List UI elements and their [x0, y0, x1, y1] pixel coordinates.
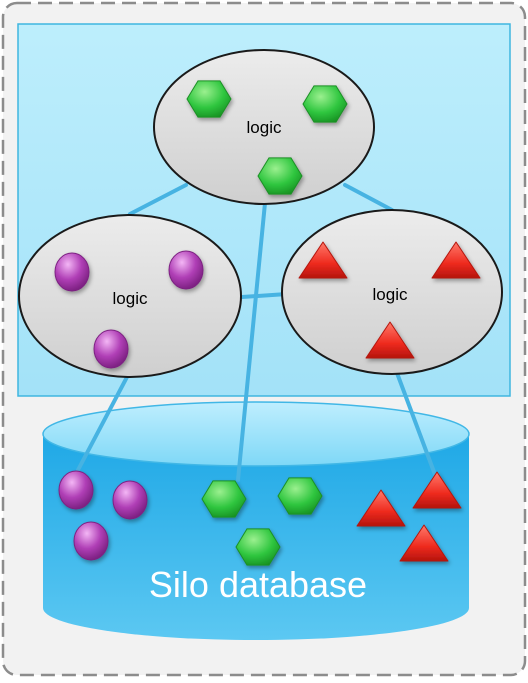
connector-top-right	[343, 183, 394, 212]
green-hexagon-icon	[201, 480, 247, 518]
purple-circle-icon	[168, 250, 204, 290]
purple-circle-icon	[93, 329, 129, 369]
connectors	[76, 183, 439, 482]
green-hexagon-icon	[257, 157, 303, 195]
purple-circle-icon	[58, 470, 94, 510]
connector-top-database	[236, 201, 267, 482]
logic-node-right: logic	[281, 209, 503, 375]
database-label: Silo database	[149, 564, 367, 605]
connector-right-database	[395, 371, 439, 482]
green-hexagon-icon	[235, 528, 281, 566]
red-triangle-icon	[412, 471, 462, 509]
silo-database-cylinder: Silo database	[42, 401, 470, 640]
red-triangle-icon	[399, 524, 449, 562]
connector-top-left	[128, 183, 188, 216]
red-triangle-icon	[365, 321, 415, 359]
database-top	[42, 401, 470, 467]
green-hexagon-icon	[186, 80, 232, 118]
connector-left-right	[240, 292, 289, 299]
logic-node-right-label: logic	[373, 285, 408, 304]
connector-left-database	[76, 375, 129, 472]
purple-circle-icon	[73, 521, 109, 561]
green-hexagon-icon	[302, 85, 348, 123]
logic-node-left: logic	[18, 214, 242, 378]
purple-circle-icon	[54, 252, 90, 292]
logic-node-top-label: logic	[247, 118, 282, 137]
red-triangle-icon	[298, 241, 348, 279]
data-shapes	[54, 80, 481, 566]
purple-circle-icon	[112, 480, 148, 520]
red-triangle-icon	[431, 241, 481, 279]
red-triangle-icon	[356, 489, 406, 527]
green-hexagon-icon	[277, 477, 323, 515]
logic-node-left-label: logic	[113, 289, 148, 308]
logic-node-right-ellipse	[281, 209, 503, 375]
